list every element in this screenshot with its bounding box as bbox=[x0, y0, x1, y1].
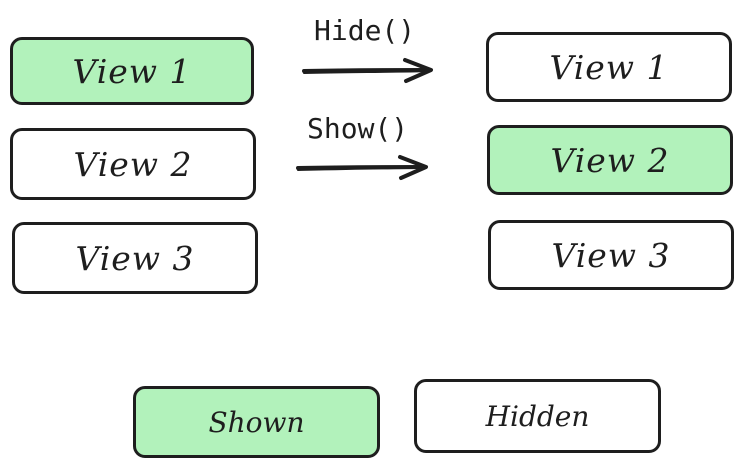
before-view-3-label: View 3 bbox=[75, 238, 195, 278]
before-view-3-box: View 3 bbox=[12, 222, 258, 294]
legend-hidden-box: Hidden bbox=[414, 379, 661, 453]
after-view-3-box: View 3 bbox=[488, 220, 734, 290]
after-view-2-label: View 2 bbox=[550, 140, 670, 180]
before-view-1-box: View 1 bbox=[10, 37, 254, 105]
after-view-1-box: View 1 bbox=[486, 32, 732, 102]
show-operation-label: Show() bbox=[307, 112, 409, 145]
before-view-1-label: View 1 bbox=[72, 51, 192, 91]
after-view-1-label: View 1 bbox=[549, 47, 669, 87]
hide-arrow-icon bbox=[302, 58, 433, 83]
legend-shown-label: Shown bbox=[208, 405, 305, 439]
legend-shown-box: Shown bbox=[133, 386, 380, 458]
after-view-2-box: View 2 bbox=[487, 125, 733, 195]
before-view-2-label: View 2 bbox=[73, 144, 193, 184]
after-view-3-label: View 3 bbox=[551, 235, 671, 275]
hide-operation-label: Hide() bbox=[314, 14, 416, 47]
before-view-2-box: View 2 bbox=[10, 128, 256, 200]
show-arrow-icon bbox=[296, 155, 428, 180]
legend-hidden-label: Hidden bbox=[485, 399, 590, 433]
